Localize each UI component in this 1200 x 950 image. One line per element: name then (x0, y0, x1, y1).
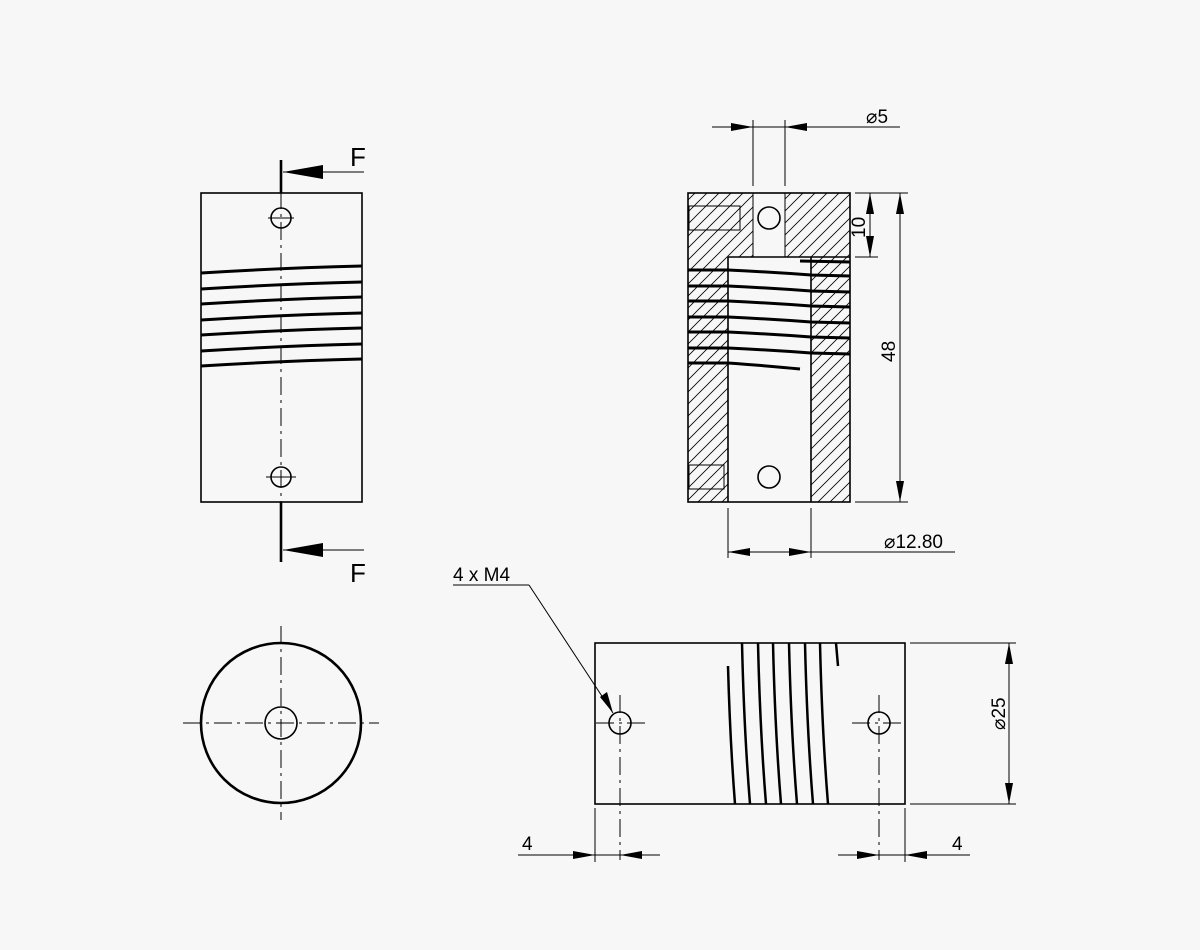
dim-clamp-offset: 10 (849, 217, 870, 238)
dim-outer-diameter: ⌀25 (989, 697, 1010, 730)
section-mark-bottom: F (350, 558, 366, 588)
dim-right-edge: 4 (952, 834, 963, 855)
section-arrow-top (283, 165, 323, 179)
front-helical-slots (200, 264, 363, 368)
section-view: ⌀5 10 48 ⌀12.80 (687, 107, 955, 558)
dim-left-edge: 4 (522, 834, 533, 855)
side-helical-slots (726, 642, 840, 805)
end-view (183, 626, 379, 820)
end-view-bore (264, 706, 298, 740)
side-view: 4 x M4 ⌀25 4 4 (453, 565, 1016, 862)
section-screw-bottom (757, 465, 781, 489)
dim-thread-callout: 4 x M4 (453, 565, 510, 586)
section-mark-top: F (350, 142, 366, 172)
section-slots (688, 259, 851, 371)
front-view: F F (200, 142, 366, 588)
dim-bore-diameter: ⌀12.80 (884, 532, 943, 553)
dim-overall-length: 48 (879, 341, 900, 362)
section-screw-top (757, 206, 781, 230)
section-arrow-bottom (283, 543, 323, 557)
dim-bore-hole: ⌀5 (866, 107, 888, 128)
